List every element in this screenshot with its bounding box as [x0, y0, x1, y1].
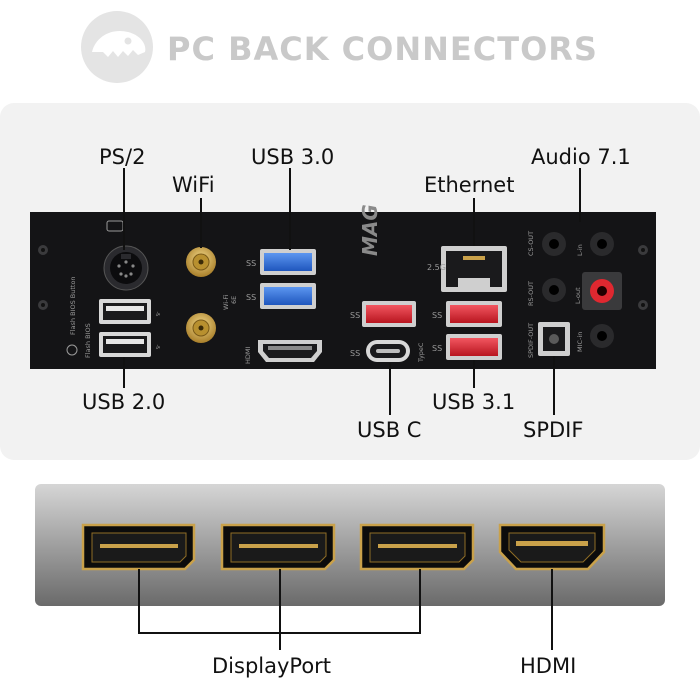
usb20-ports: ⭟ ⭟ [99, 299, 160, 357]
usb-symbol-icon: ⭟ [156, 342, 160, 351]
label-usb20: USB 2.0 [82, 390, 165, 414]
ss-usb-logo-icon: SS [432, 344, 442, 353]
usb31-left-port: SS [350, 301, 416, 327]
gpu-hdmi-connector [498, 523, 606, 571]
board-hdmi-mark: HDMI [244, 346, 252, 364]
label-usb30: USB 3.0 [251, 145, 334, 169]
typec-mark: TypeC [417, 342, 425, 363]
label-wifi: WiFi [172, 173, 215, 197]
header: PC BACK CONNECTORS [81, 11, 598, 83]
usb-c-port: TypeC SS [350, 340, 425, 363]
displayport-connector [220, 523, 336, 571]
label-spdif: SPDIF [523, 418, 583, 442]
usb30-ports: SS SS [246, 249, 316, 309]
brand-logo: MAG [358, 204, 382, 256]
ps2-port [103, 220, 149, 291]
label-hdmi: HDMI [520, 654, 576, 678]
label-ps2: PS/2 [99, 145, 145, 169]
ss-usb-logo-icon: SS [350, 311, 360, 320]
wifi-mark: Wi-Fi [222, 294, 230, 310]
rs-out-mark: RS-OUT [527, 281, 535, 306]
usb-symbol-icon: ⭟ [156, 309, 160, 318]
spdif-out-mark: SPDIF-OUT [527, 323, 535, 358]
lan-speed-mark: 2.5G [427, 263, 446, 272]
line-out-mark: L-out [574, 287, 582, 304]
audio-jacks: CS-OUT RS-OUT SPDIF-OUT L-in L-out MIC-i… [527, 231, 622, 358]
ss-usb-logo-icon: SS [246, 259, 256, 268]
label-audio: Audio 7.1 [531, 145, 631, 169]
mic-in-mark: MIC-in [576, 332, 584, 352]
ss-usb-logo-icon: SS [432, 311, 442, 320]
flash-bios-port-mark: Flash BIOS [84, 323, 92, 358]
label-ethernet: Ethernet [424, 173, 514, 197]
bottom-panel: DisplayPort HDMI [35, 484, 665, 678]
displayport-connector [81, 523, 196, 571]
label-usb31: USB 3.1 [432, 390, 515, 414]
dinosaur-skull-logo-icon [81, 11, 153, 83]
displayport-bracket-lines [138, 569, 553, 650]
top-panel: Flash BIOS Button Flash BIOS ⭟ ⭟ Wi-Fi 6… [0, 103, 700, 460]
wifi-antenna-connectors: Wi-Fi 6E [186, 247, 238, 343]
flash-bios-button-mark: Flash BIOS Button [69, 276, 77, 335]
wifi-6e-mark: 6E [230, 296, 238, 304]
displayport-connector [359, 523, 475, 571]
ethernet-port: 2.5G [427, 246, 507, 292]
cs-out-mark: CS-OUT [527, 231, 535, 256]
screw-icon [38, 245, 648, 310]
board-hdmi-port: HDMI [244, 340, 322, 364]
flash-bios-button [66, 344, 78, 356]
gpu-bracket [35, 484, 665, 606]
label-displayport: DisplayPort [212, 654, 331, 678]
leader-lines [123, 168, 581, 415]
label-usbc: USB C [357, 418, 421, 442]
ss-usb-logo-icon: SS [246, 293, 256, 302]
usb31-right-ports: SS SS [432, 301, 502, 360]
line-in-mark: L-in [576, 244, 584, 256]
page-title: PC BACK CONNECTORS [167, 30, 598, 68]
ss-usb-logo-icon: SS [350, 349, 360, 358]
